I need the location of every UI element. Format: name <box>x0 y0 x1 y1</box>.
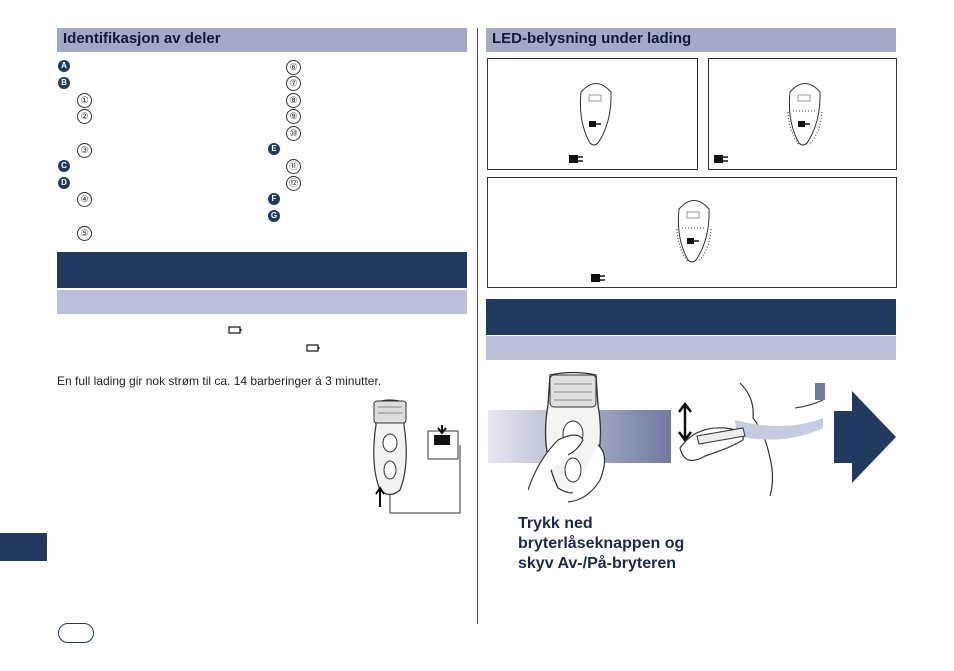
plug-icon <box>591 274 605 282</box>
language-marker <box>58 623 94 643</box>
parts-heading-text: Identifikasjon av deler <box>63 30 221 47</box>
part-num-9: ⑨ <box>286 109 301 124</box>
charging-title-bar <box>57 252 467 288</box>
battery-icon <box>228 326 242 334</box>
arrow-right-icon <box>834 391 896 483</box>
part-num-7: ⑦ <box>286 76 301 91</box>
part-num-6: ⑥ <box>286 60 301 75</box>
part-num-4: ④ <box>77 192 92 207</box>
part-num-10: ⑩ <box>286 126 301 141</box>
plug-icon <box>569 155 583 163</box>
led-box-3 <box>487 177 897 288</box>
side-tab <box>0 533 47 561</box>
battery-icon <box>306 344 320 352</box>
part-label-f: F <box>268 193 280 205</box>
shaving-face-illustration <box>678 382 825 497</box>
led-box-1 <box>487 58 698 170</box>
part-label-g: G <box>268 210 280 222</box>
part-label-e: E <box>268 143 280 155</box>
charge-info-text: En full lading gir nok strøm til ca. 14 … <box>57 374 382 388</box>
part-num-2: ② <box>77 109 92 124</box>
part-label-a: A <box>58 60 70 72</box>
part-num-3: ③ <box>77 143 92 158</box>
charging-subtitle-bar <box>57 290 467 314</box>
led-heading: LED-belysning under lading <box>486 28 896 52</box>
shaving-subtitle-bar <box>486 336 896 360</box>
shaver-hand-illustration <box>528 371 606 503</box>
led-shaver-icon <box>787 83 823 146</box>
shaving-instruction: Trykk ned bryterlåseknappen og skyv Av-/… <box>518 515 685 572</box>
part-num-8: ⑧ <box>286 93 301 108</box>
led-box-2 <box>708 58 897 170</box>
led-heading-text: LED-belysning under lading <box>492 30 692 47</box>
shaver-charging-illustration <box>373 399 461 514</box>
part-num-11: ⑪ <box>286 159 301 174</box>
column-divider <box>477 28 478 624</box>
part-label-b: B <box>58 77 70 89</box>
shaving-title-bar <box>486 299 896 335</box>
part-label-c: C <box>58 160 70 172</box>
plug-icon <box>714 155 728 163</box>
part-num-5: ⑤ <box>77 226 92 241</box>
led-shaver-icon <box>579 83 612 146</box>
part-label-d: D <box>58 177 70 189</box>
parts-heading: Identifikasjon av deler <box>57 28 467 52</box>
led-shaver-icon <box>676 200 712 263</box>
part-num-12: ⑫ <box>286 176 301 191</box>
part-num-1: ① <box>77 93 92 108</box>
